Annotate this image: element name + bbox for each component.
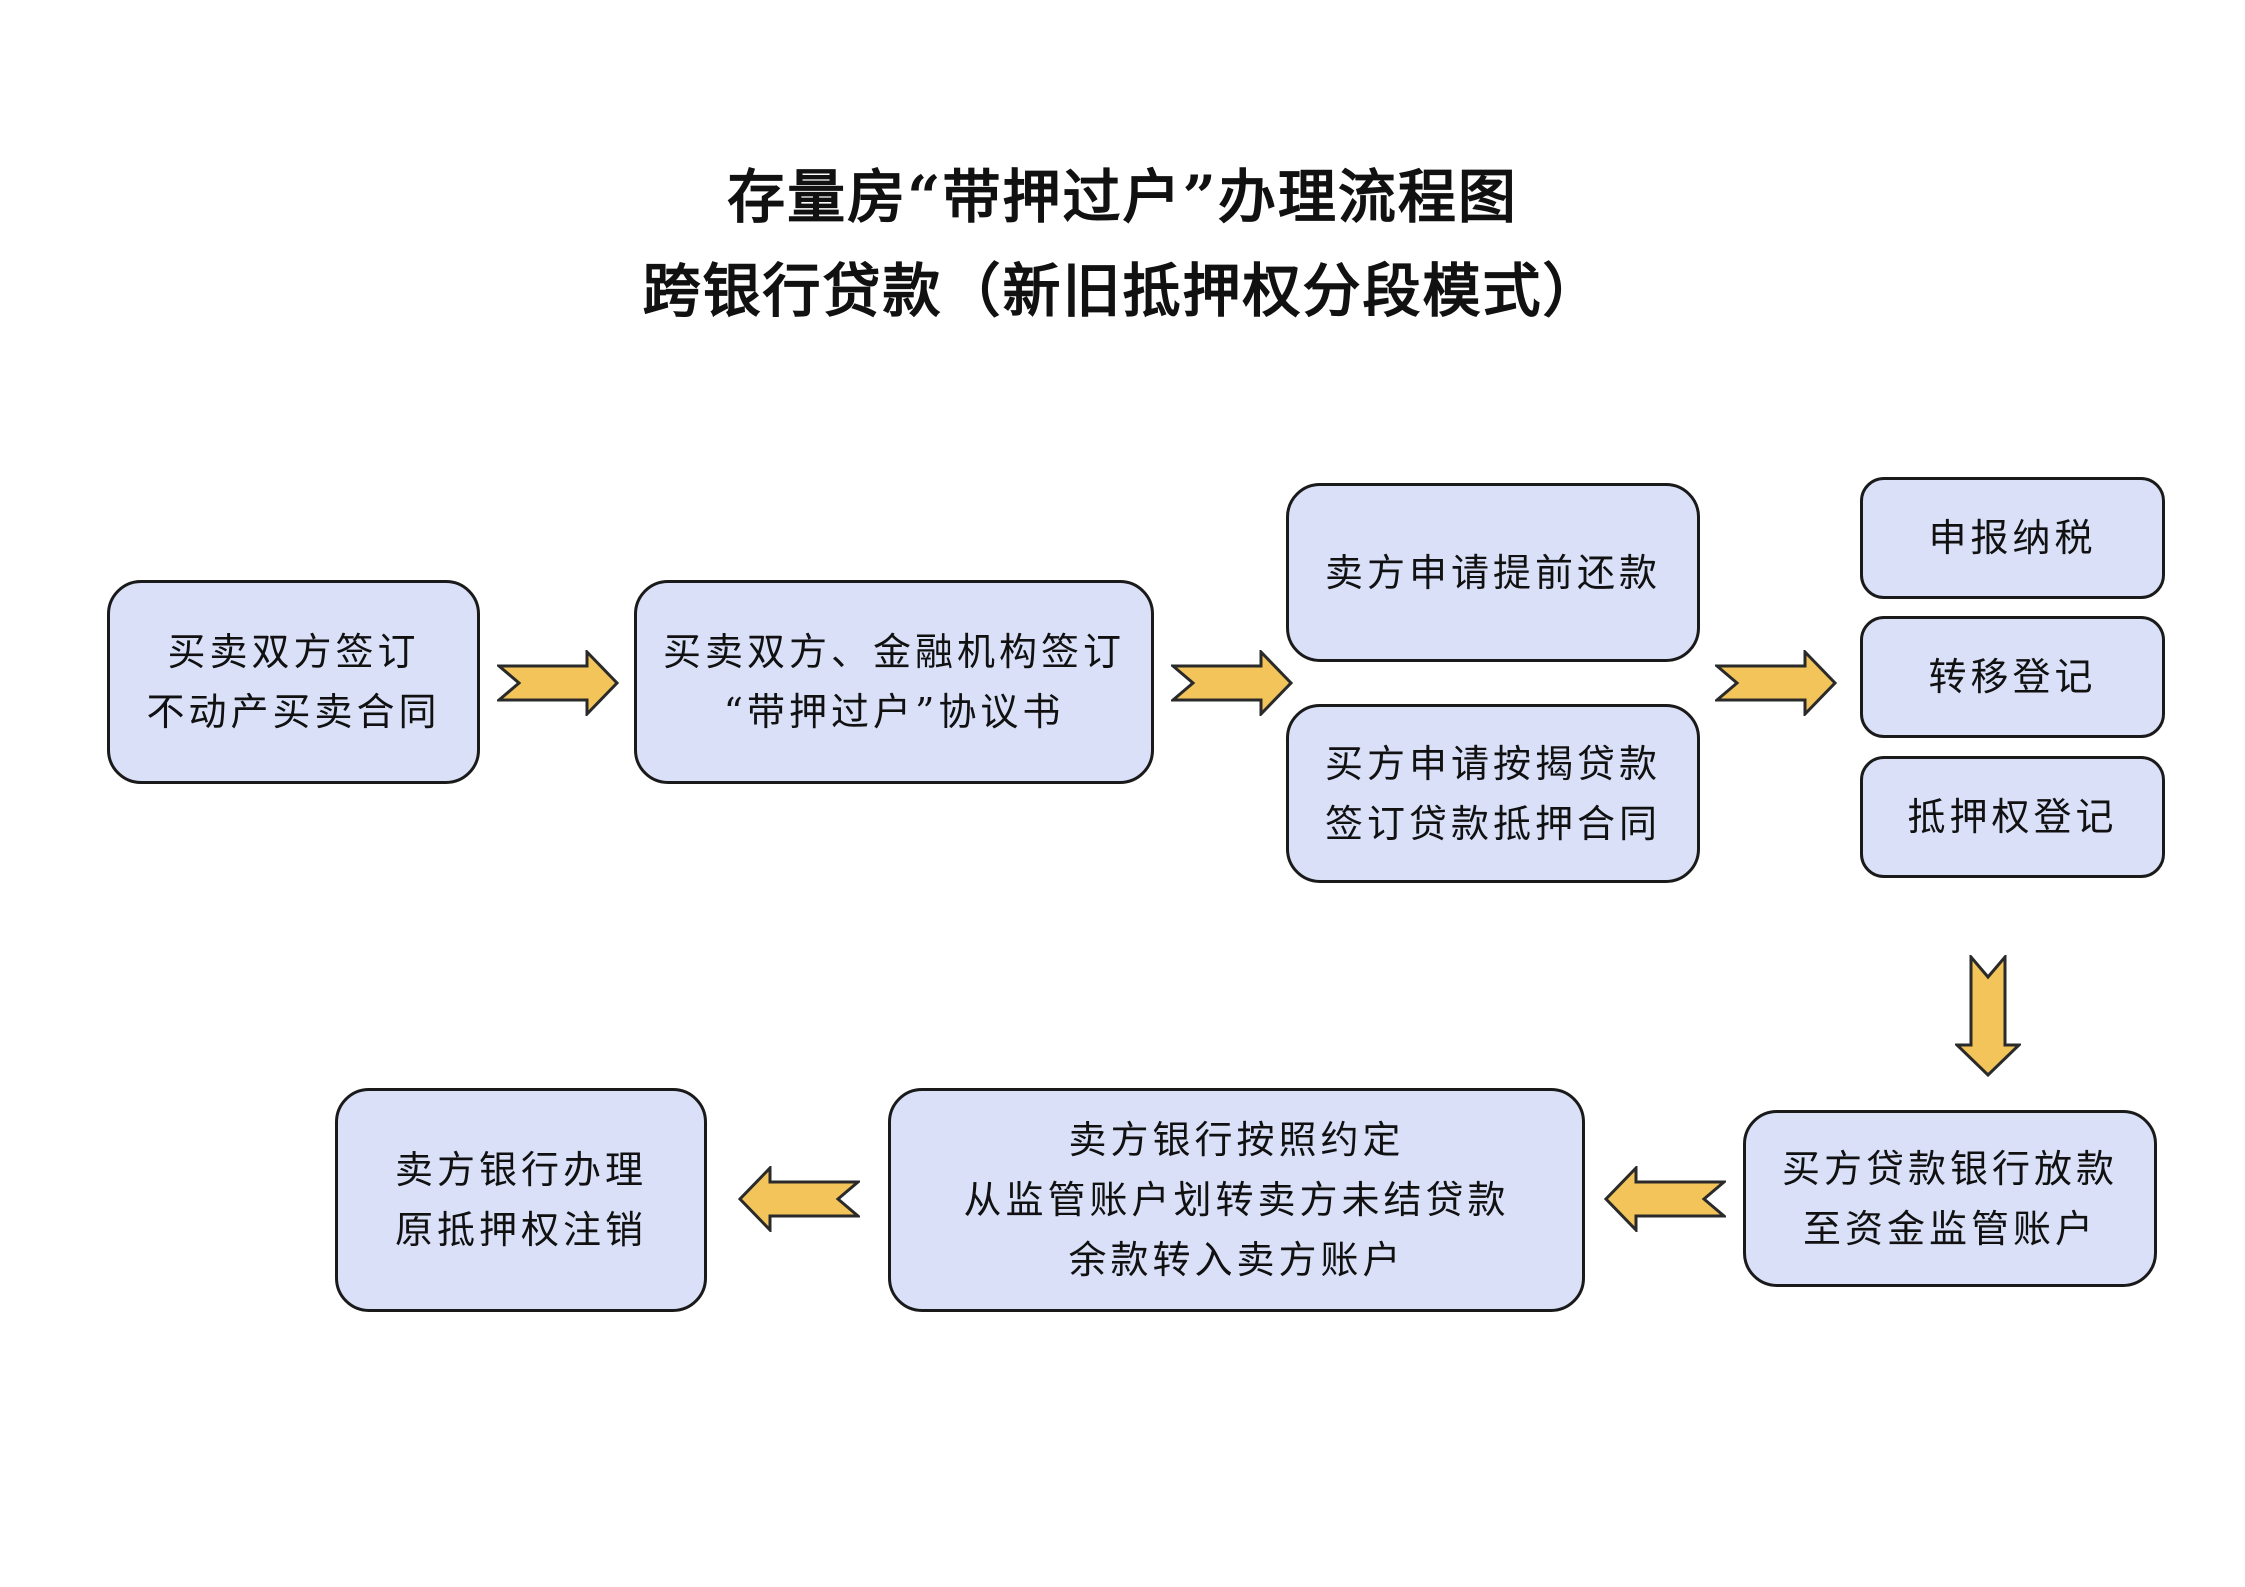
arrow-right-icon <box>497 650 619 716</box>
step-fund-settlement: 卖方银行按照约定 从监管账户划转卖方未结贷款 余款转入卖方账户 <box>888 1088 1585 1312</box>
step-text-line: 申报纳税 <box>1928 516 2097 560</box>
title-line-2: 跨银行贷款（新旧抵押权分段模式） <box>642 257 1603 325</box>
step-text-line: 卖方银行办理 <box>394 1148 647 1192</box>
step-text-line: 签订贷款抵押合同 <box>1324 801 1661 846</box>
arrow-down-icon <box>1955 955 2021 1077</box>
step-text-line: 至资金监管账户 <box>1802 1206 2097 1251</box>
step-sign-agreement: 买卖双方、金融机构签订 “带押过户”协议书 <box>634 580 1154 784</box>
step-text-line: 从监管账户划转卖方未结贷款 <box>963 1178 1510 1222</box>
arrow-right-icon <box>1715 650 1837 716</box>
step-text-line: 转移登记 <box>1928 655 2097 699</box>
step-text-line: “带押过户”协议书 <box>723 690 1065 734</box>
step-buyer-mortgage-loan: 买方申请按揭贷款 签订贷款抵押合同 <box>1286 704 1700 883</box>
step-text-line: 余款转入卖方账户 <box>1068 1238 1405 1282</box>
step-seller-early-repayment: 卖方申请提前还款 <box>1286 483 1700 662</box>
title-line-1: 存量房“带押过户”办理流程图 <box>727 163 1518 231</box>
arrow-right-icon <box>1171 650 1293 716</box>
step-text-line: 买卖双方签订 <box>167 630 420 674</box>
step-text-line: 买方申请按揭贷款 <box>1324 741 1661 786</box>
arrow-left-icon <box>738 1166 860 1232</box>
step-sign-sales-contract: 买卖双方签订 不动产买卖合同 <box>107 580 480 784</box>
step-mortgage-registration: 抵押权登记 <box>1860 756 2165 878</box>
step-text-line: 原抵押权注销 <box>394 1208 647 1252</box>
step-transfer-registration: 转移登记 <box>1860 616 2165 738</box>
step-text-line: 抵押权登记 <box>1907 795 2118 839</box>
step-tax-declaration: 申报纳税 <box>1860 477 2165 599</box>
step-text-line: 买方贷款银行放款 <box>1781 1146 2118 1191</box>
step-text-line: 不动产买卖合同 <box>146 690 441 734</box>
step-loan-release: 买方贷款银行放款 至资金监管账户 <box>1743 1110 2157 1287</box>
step-text-line: 买卖双方、金融机构签订 <box>662 630 1125 674</box>
step-text-line: 卖方银行按照约定 <box>1068 1118 1405 1162</box>
step-original-mortgage-cancellation: 卖方银行办理 原抵押权注销 <box>335 1088 707 1312</box>
arrow-left-icon <box>1604 1166 1726 1232</box>
step-text-line: 卖方申请提前还款 <box>1324 550 1661 595</box>
